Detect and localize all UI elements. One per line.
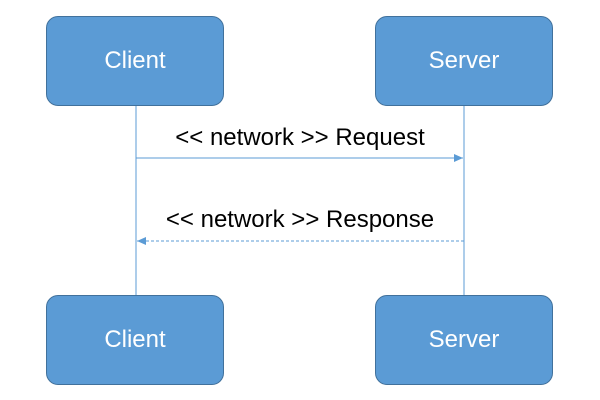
client-box-top: Client xyxy=(46,16,224,106)
request-message-label: << network >> Request xyxy=(175,124,425,151)
client-box-bottom: Client xyxy=(46,295,224,385)
server-box-top: Server xyxy=(375,16,553,106)
server-label-bottom: Server xyxy=(428,326,500,353)
client-label-bottom: Client xyxy=(104,326,166,353)
response-message-label: << network >> Response xyxy=(165,206,435,233)
server-label-top: Server xyxy=(428,47,500,74)
client-label-top: Client xyxy=(104,47,166,74)
server-box-bottom: Server xyxy=(375,295,553,385)
